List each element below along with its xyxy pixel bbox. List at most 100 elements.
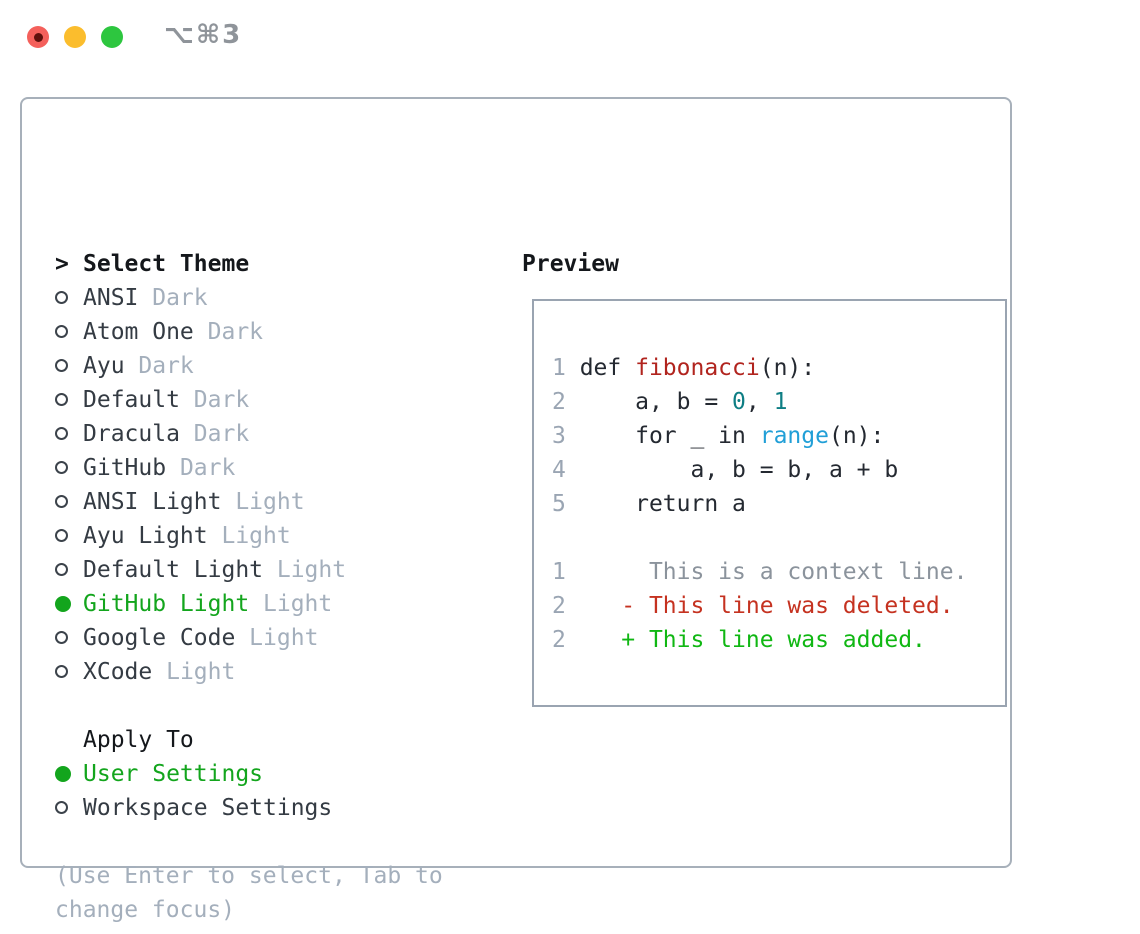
theme-variant: Dark: [124, 353, 194, 379]
option-label: Ayu: [83, 353, 125, 379]
code-line: 3 for _ in range(n):: [552, 419, 967, 453]
theme-variant: Light: [249, 591, 333, 617]
code-token: fibonacci: [635, 355, 760, 381]
theme-variant: Dark: [138, 285, 208, 311]
option-label: Google Code: [83, 625, 236, 651]
help-text: (Use Enter to select, Tab to change focus…: [55, 859, 443, 927]
theme-variant: Light: [152, 659, 236, 685]
code-token: a, b =: [579, 389, 733, 415]
code-token: - This line was deleted.: [579, 593, 954, 619]
code-token: return a: [579, 491, 746, 517]
code-token: for _ in: [579, 423, 760, 449]
window-controls: [27, 26, 123, 48]
theme-option[interactable]: Atom One Dark: [55, 315, 443, 349]
theme-option[interactable]: XCode Light: [55, 655, 443, 689]
apply-option[interactable]: Workspace Settings: [55, 791, 443, 825]
help-line: change focus): [55, 897, 236, 923]
code-token: def: [579, 355, 636, 381]
window-title: ⌥⌘3: [164, 20, 243, 50]
code-token: a, b = b, a + b: [579, 457, 899, 483]
option-label: XCode: [83, 659, 153, 685]
theme-option[interactable]: GitHub Dark: [55, 451, 443, 485]
theme-variant: Dark: [166, 455, 236, 481]
minimize-button[interactable]: [64, 26, 86, 48]
radio-icon: [55, 291, 68, 304]
theme-option[interactable]: GitHub Light Light: [55, 587, 443, 621]
blank-line: [552, 521, 967, 555]
theme-option[interactable]: Default Light Light: [55, 553, 443, 587]
diff-line: 1 This is a context line.: [552, 555, 967, 589]
code-token: (n):: [759, 355, 816, 381]
line-number: 2: [552, 627, 580, 653]
theme-variant: Dark: [179, 421, 250, 447]
option-label: Workspace Settings: [83, 795, 333, 821]
apply-to-header: Apply To: [55, 723, 443, 757]
option-label: Atom One: [83, 319, 194, 345]
preview-title: Preview: [522, 251, 619, 277]
code-token: 0: [732, 389, 746, 415]
line-number: 2: [552, 389, 580, 415]
option-label: Ayu Light: [83, 523, 208, 549]
select-theme-header: > Select Theme: [55, 247, 443, 281]
apply-option[interactable]: User Settings: [55, 757, 443, 791]
line-number: 4: [552, 457, 580, 483]
line-number: 5: [552, 491, 580, 517]
option-label: Dracula: [83, 421, 180, 447]
option-label: Default Light: [83, 557, 264, 583]
radio-icon: [55, 665, 68, 678]
code-token: ,: [745, 389, 774, 415]
diff-line: 2 + This line was added.: [552, 623, 967, 657]
line-number: 1: [552, 355, 580, 381]
option-label: ANSI Light: [83, 489, 222, 515]
radio-icon: [55, 631, 68, 644]
radio-icon: [55, 393, 68, 406]
line-number: 1: [552, 559, 580, 585]
diff-line: 2 - This line was deleted.: [552, 589, 967, 623]
code-line: 2 a, b = 0, 1: [552, 385, 967, 419]
theme-variant: Dark: [179, 387, 250, 413]
code-token: 1: [773, 389, 788, 415]
close-button[interactable]: [27, 26, 49, 48]
theme-option[interactable]: Ayu Light Light: [55, 519, 443, 553]
zoom-button[interactable]: [101, 26, 123, 48]
radio-icon: [55, 495, 68, 508]
code-token: (n):: [828, 423, 885, 449]
theme-option[interactable]: Ayu Dark: [55, 349, 443, 383]
code-token: range: [759, 423, 829, 449]
radio-icon: [55, 801, 68, 814]
prompt-icon: >: [55, 251, 69, 277]
code-line: 4 a, b = b, a + b: [552, 453, 967, 487]
code-token: + This line was added.: [579, 627, 926, 653]
option-label: ANSI: [83, 285, 139, 311]
radio-icon: [55, 461, 68, 474]
code-line: 1 def fibonacci(n):: [552, 351, 967, 385]
option-label: Default: [83, 387, 180, 413]
spacer-row: [55, 689, 443, 723]
radio-selected-icon: [55, 596, 71, 612]
theme-variant: Dark: [193, 319, 264, 345]
theme-option[interactable]: Default Dark: [55, 383, 443, 417]
theme-option[interactable]: ANSI Light Light: [55, 485, 443, 519]
theme-option[interactable]: ANSI Dark: [55, 281, 443, 315]
option-label: User Settings: [83, 761, 264, 787]
radio-icon: [55, 359, 68, 372]
help-line: (Use Enter to select, Tab to: [55, 863, 443, 889]
radio-icon: [55, 427, 68, 440]
code-line: 5 return a: [552, 487, 967, 521]
theme-variant: Light: [221, 489, 305, 515]
select-theme-title: Select Theme: [83, 251, 250, 277]
spacer-row: [55, 825, 443, 859]
theme-variant: Light: [263, 557, 347, 583]
theme-variant: Light: [235, 625, 319, 651]
radio-selected-icon: [55, 766, 71, 782]
option-label: GitHub: [83, 455, 167, 481]
theme-option[interactable]: Google Code Light: [55, 621, 443, 655]
theme-option[interactable]: Dracula Dark: [55, 417, 443, 451]
